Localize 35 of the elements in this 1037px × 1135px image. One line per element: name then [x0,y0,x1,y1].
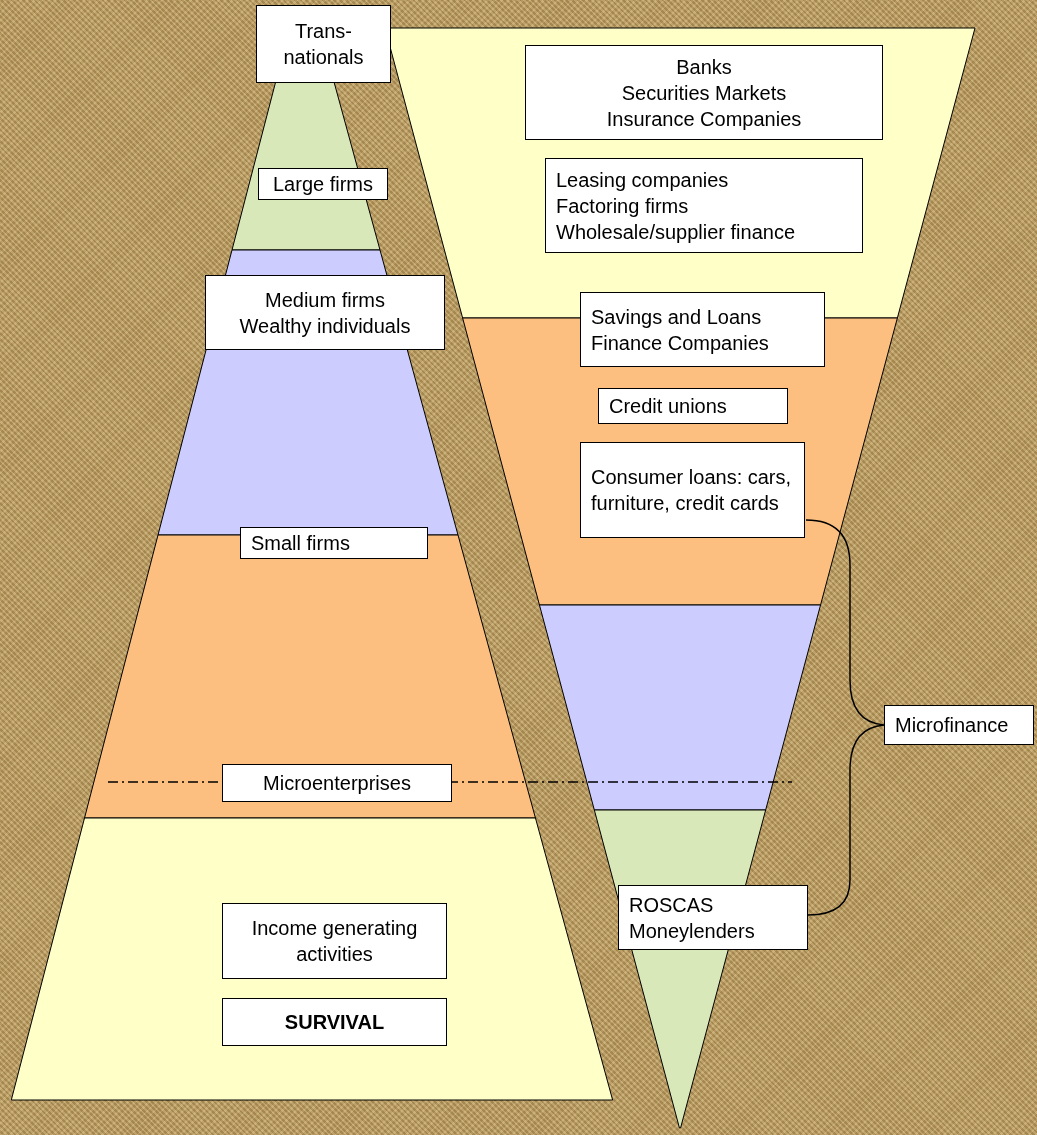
tier-label: Small firms [251,531,351,556]
label-box [256,5,391,83]
label-box [222,764,452,802]
tier-label: Consumer loans: cars, furniture, credit cards [591,465,793,516]
tier-label: Credit unions [609,394,728,419]
tier-label: Savings and Loans [591,304,763,330]
tier-label: Medium firms [264,287,386,313]
tier-label: Securities Markets [620,80,788,106]
label-box [545,158,863,253]
label-box [525,45,883,140]
label-box [580,442,805,538]
label-box [580,292,825,367]
label-box [598,388,788,424]
tier-label: Trans- nationals [282,19,365,70]
tier-label: Factoring firms [556,193,690,219]
tier-label: Finance Companies [591,330,770,356]
label-box [205,275,445,350]
label-box [222,998,447,1046]
label-box [222,903,447,979]
tier-label: SURVIVAL [283,1010,386,1035]
tier-label: Wholesale/supplier finance [556,219,797,245]
tier-label: Moneylenders [629,918,756,944]
tier-label: Banks [675,54,733,80]
tier-label: Large firms [272,172,374,197]
tier-label: Insurance Companies [605,106,803,132]
tier-label: Microfinance [895,713,1010,738]
label-box [884,705,1034,745]
label-box [240,527,428,559]
label-box [258,168,388,200]
tier-label: Leasing companies [556,167,730,193]
tier-label: Income generating activities [250,916,419,967]
label-box [618,885,808,950]
tier-label: Wealthy individuals [238,313,412,339]
tier-label: Microenterprises [262,771,412,796]
tier-label: ROSCAS [629,892,715,918]
